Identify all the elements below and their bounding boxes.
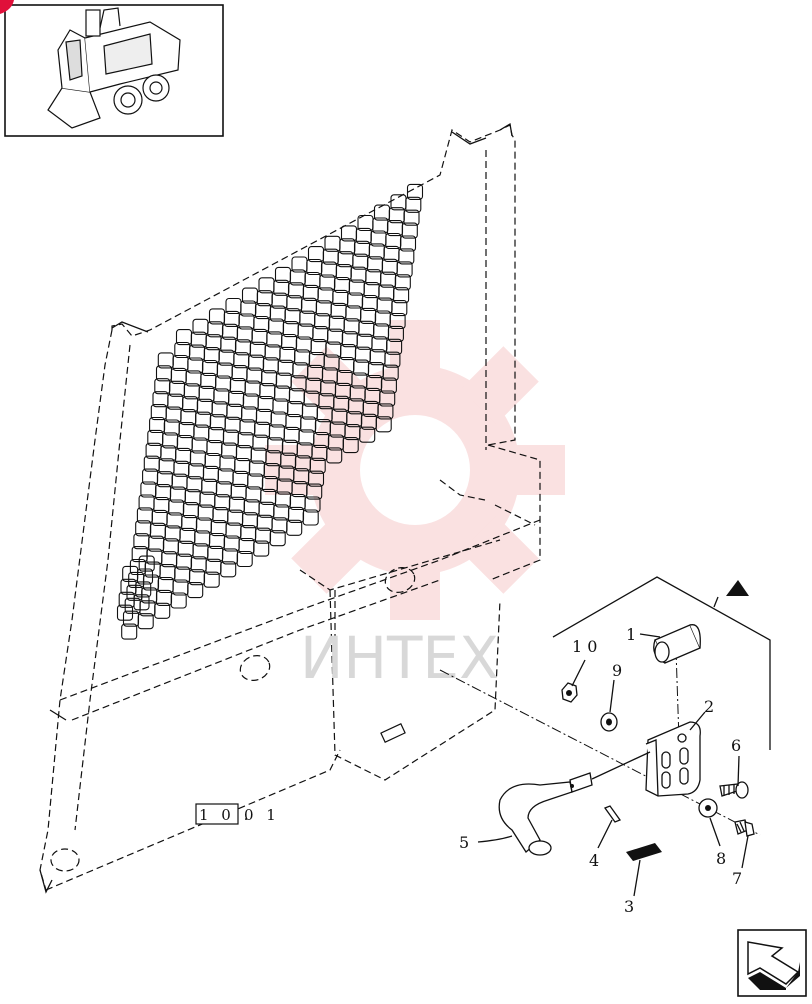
- mesh-cell: [137, 613, 154, 630]
- mesh-cell: [359, 426, 376, 443]
- grille-frame: [39, 122, 541, 894]
- mesh-cell: [375, 416, 392, 433]
- mesh-cell: [269, 530, 286, 547]
- mesh-cell: [306, 483, 323, 500]
- mesh-cell: [220, 561, 237, 578]
- corner-mark-icon: [0, 0, 14, 14]
- watermark-logo: [265, 320, 565, 620]
- washer-lower-part[interactable]: [698, 798, 718, 818]
- mesh-cell: [302, 509, 319, 526]
- mesh-cell: [398, 248, 415, 265]
- callout-10[interactable]: 1 0: [572, 637, 597, 656]
- callout-1[interactable]: 1: [626, 625, 636, 644]
- callout-6[interactable]: 6: [731, 736, 741, 755]
- callout-3[interactable]: 3: [624, 897, 634, 916]
- skid-steer-loader-icon: [47, 7, 181, 129]
- mesh-cell: [386, 338, 403, 355]
- nut-part[interactable]: [561, 682, 578, 703]
- decal-part[interactable]: [626, 843, 662, 861]
- mesh-cell: [389, 312, 406, 330]
- roll-pin-part[interactable]: [603, 805, 622, 823]
- washer-upper-part[interactable]: [600, 712, 618, 732]
- mesh-cell: [133, 594, 150, 611]
- bracket-plate-part[interactable]: [645, 721, 701, 797]
- mesh-cell: [382, 364, 399, 381]
- mesh-cell: [170, 592, 187, 609]
- mesh-cell: [135, 581, 152, 598]
- mesh-cell: [396, 261, 413, 278]
- assembly-axis: [439, 669, 761, 836]
- callout-7[interactable]: 7: [732, 869, 742, 888]
- callout-5[interactable]: 5: [459, 833, 469, 852]
- mesh-cell: [403, 209, 420, 226]
- bushing-part[interactable]: [653, 624, 701, 664]
- mesh-cell: [307, 470, 325, 487]
- mesh-cell: [380, 377, 397, 394]
- assembly-bracket: [552, 576, 771, 750]
- mesh-cell: [121, 623, 138, 640]
- mesh-cell: [136, 568, 154, 585]
- callout-8[interactable]: 8: [716, 849, 726, 868]
- reference-box: [195, 803, 239, 825]
- reference-tail-text: 0 1: [244, 806, 280, 824]
- mesh-cell: [203, 571, 220, 588]
- handle-part[interactable]: [498, 751, 651, 856]
- bolt-part[interactable]: [719, 781, 749, 799]
- mesh-cell: [394, 274, 411, 291]
- mesh-cell: [187, 582, 204, 599]
- mesh-cell: [406, 183, 424, 200]
- callout-4[interactable]: 4: [589, 851, 599, 870]
- callout-2[interactable]: 2: [704, 697, 714, 716]
- leader-lines: [477, 633, 749, 897]
- reference-boxed-text: 1 0 .: [199, 806, 252, 824]
- mesh-cell: [379, 390, 396, 407]
- mesh-cell: [405, 196, 422, 213]
- callout-labels: 1 2 3 4 5 6 7 8 9 1 0: [459, 625, 742, 916]
- next-page-button[interactable]: [737, 929, 807, 997]
- mesh-cell: [326, 447, 343, 464]
- mesh-cell: [401, 222, 418, 239]
- mesh-cell: [391, 300, 408, 317]
- mesh-grid: [116, 183, 424, 640]
- section-reference[interactable]: 1 0 . 0 1: [195, 803, 280, 825]
- mesh-cell: [154, 602, 171, 619]
- triangle-marker-icon: [726, 580, 749, 596]
- mesh-cell: [399, 235, 417, 252]
- mesh-cell: [304, 496, 321, 513]
- callout-9[interactable]: 9: [612, 661, 622, 680]
- mesh-cell: [116, 604, 134, 621]
- mesh-cell: [393, 287, 410, 304]
- thumbnail-box[interactable]: [0, 0, 224, 137]
- mesh-cell: [286, 519, 303, 536]
- mesh-cell: [253, 540, 270, 557]
- mesh-cell: [384, 351, 401, 368]
- mesh-cell: [377, 403, 394, 420]
- mesh-cell: [342, 437, 359, 454]
- mesh-cell: [309, 457, 326, 474]
- watermark-text: ИНТЕХ: [300, 624, 499, 692]
- next-page-arrow-icon: [747, 941, 800, 990]
- mesh-cell: [387, 325, 404, 342]
- screw-part[interactable]: [734, 819, 755, 837]
- mesh-cell: [236, 550, 253, 568]
- axis-vertical: [675, 649, 681, 771]
- mesh-cell: [138, 555, 155, 572]
